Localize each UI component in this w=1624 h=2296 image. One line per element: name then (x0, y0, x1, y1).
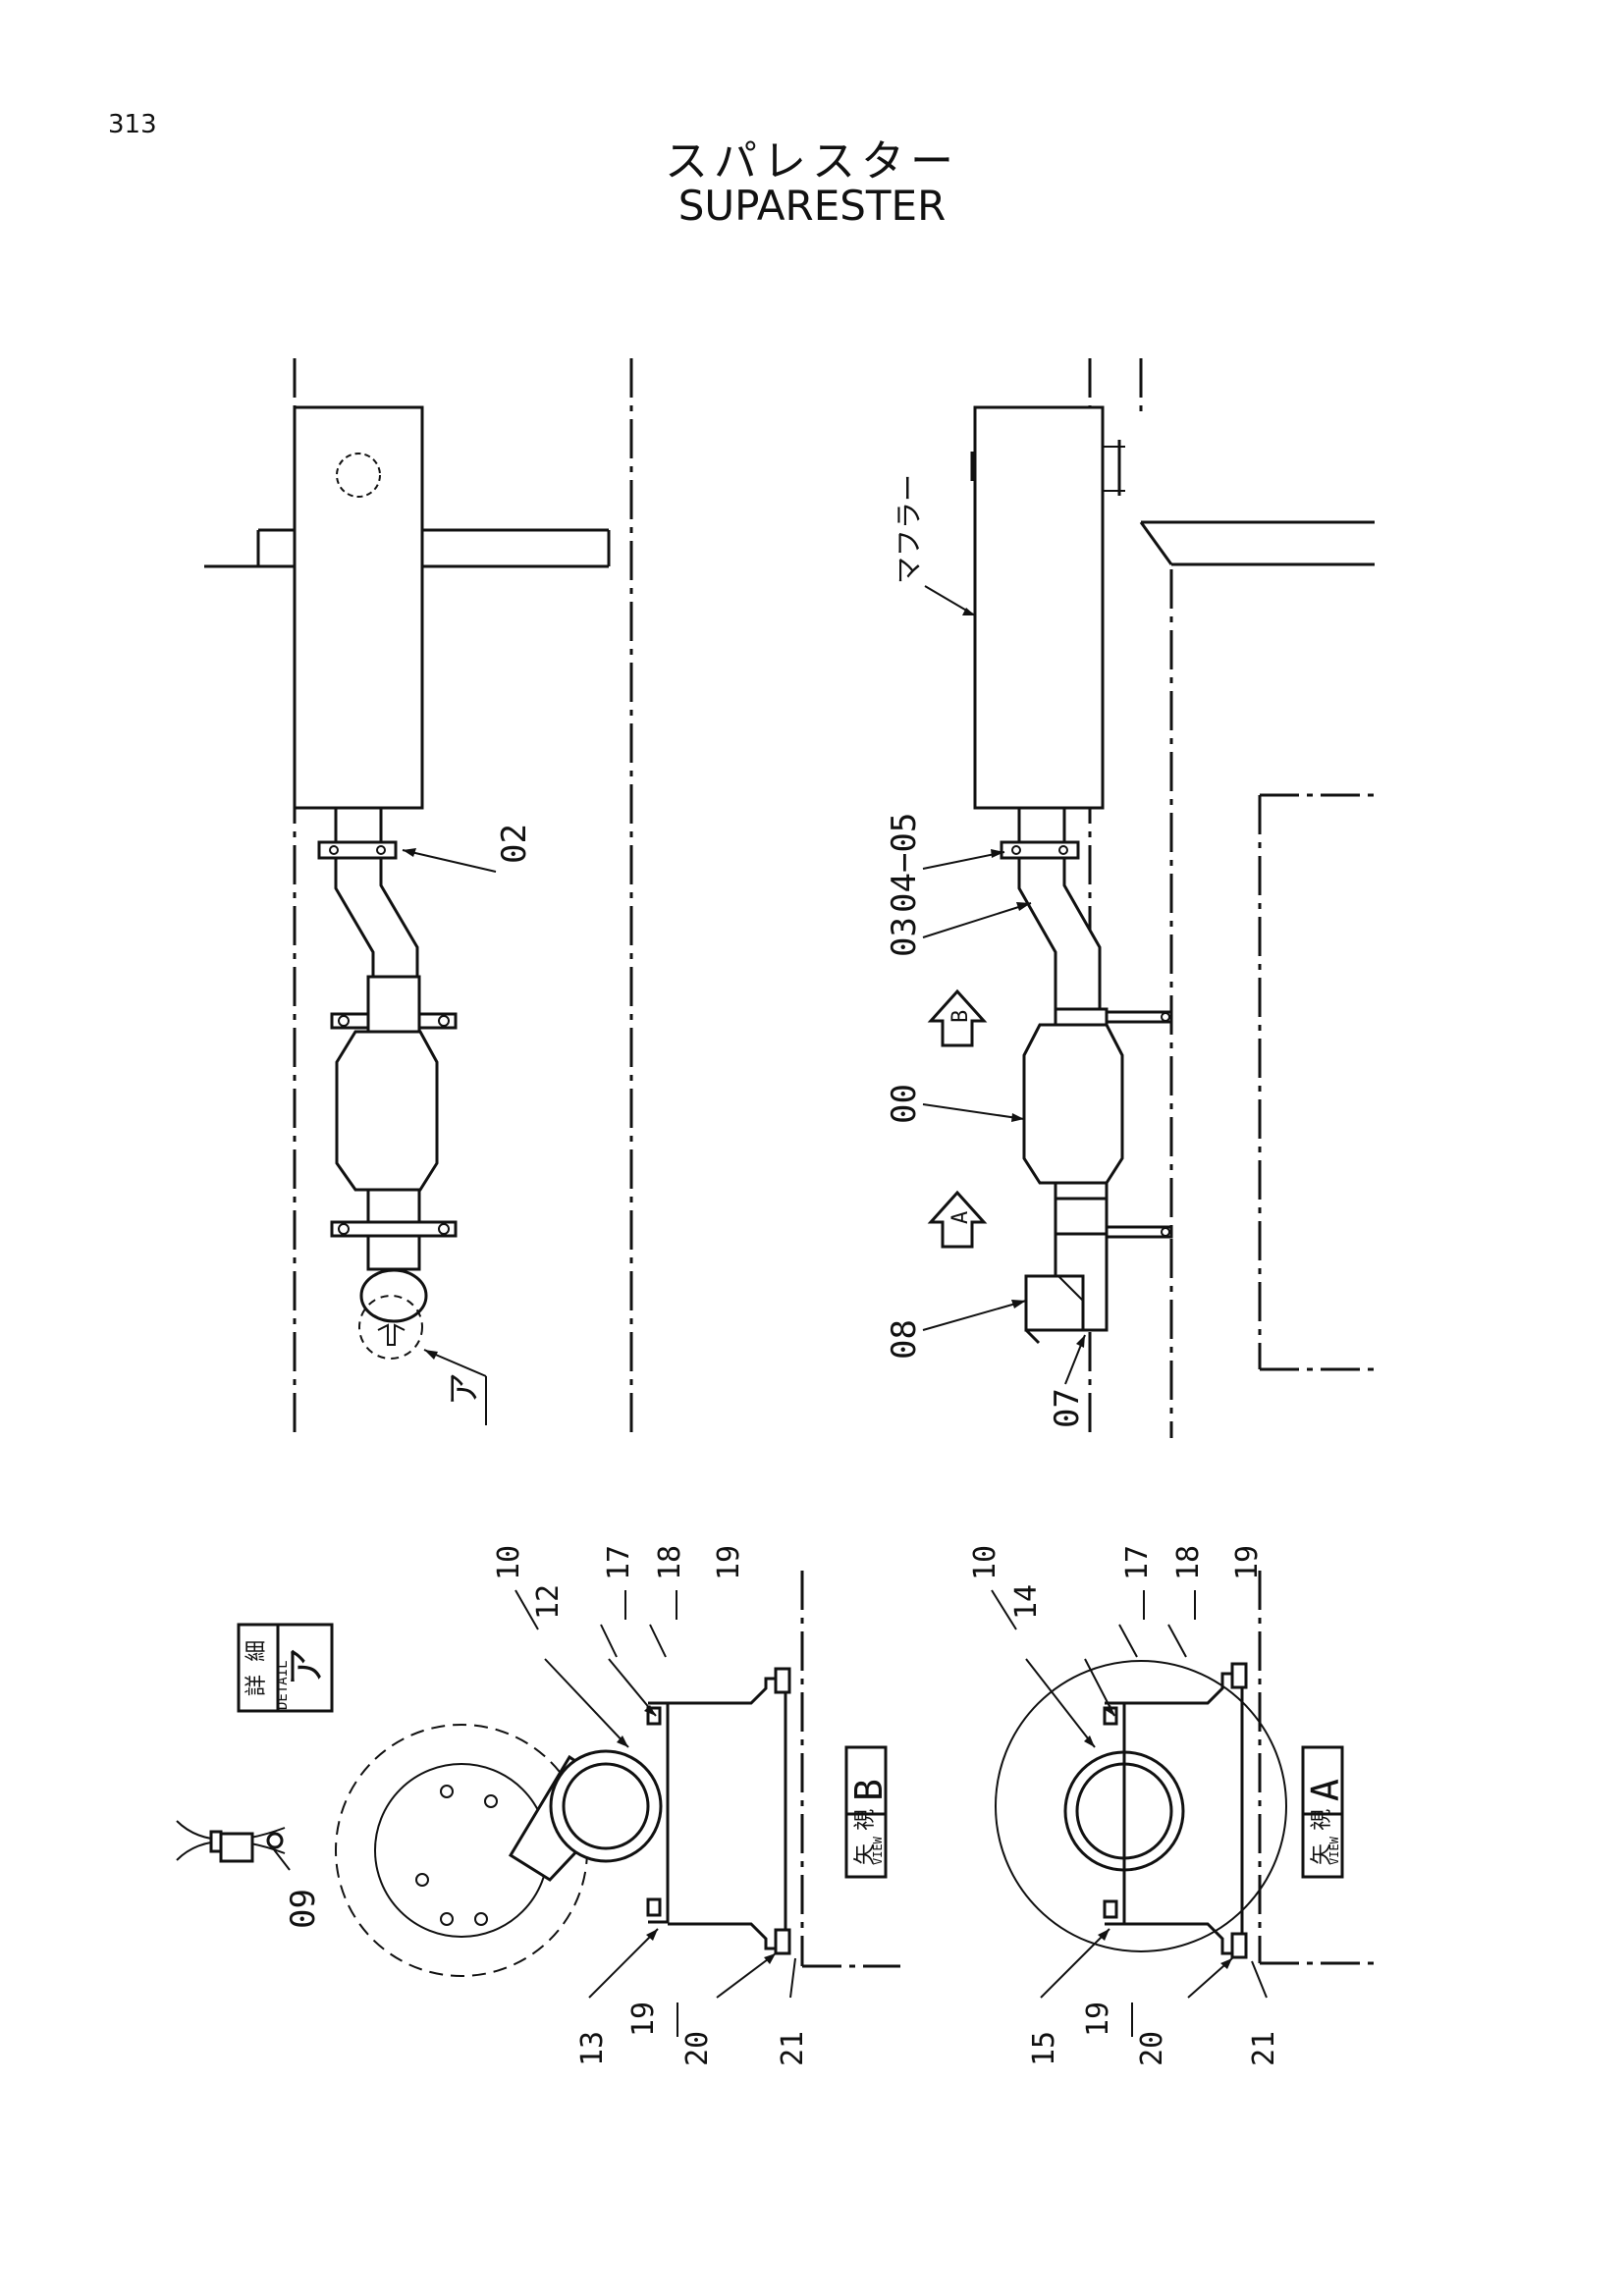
view-b-ref: 17 (602, 1545, 636, 1580)
label-07: 07 (1048, 1388, 1087, 1428)
view-b-ref: 12 (531, 1584, 566, 1620)
view-b-letter: B (847, 1779, 891, 1801)
view-b-refs-bottom: 13 19 20 21 (575, 2002, 810, 2066)
view-b-ref: 19 (712, 1545, 746, 1580)
label-03: 03 (885, 917, 924, 957)
view-a-ref: 19 (1081, 2002, 1115, 2037)
view-b: 矢 視 VIEW B 10 12 17 18 19 13 19 20 21 (335, 1545, 900, 2066)
label-arrow-a: A (948, 1211, 973, 1224)
view-a-ref: 10 (968, 1545, 1002, 1580)
view-a-label-en: VIEW (1327, 1836, 1341, 1865)
title-english: SUPARESTER (677, 182, 947, 230)
detail-a-block: 詳 細 DETAIL ア 09 (176, 1623, 334, 1929)
view-a-ref: 14 (1009, 1584, 1044, 1620)
label-09: 09 (284, 1889, 323, 1929)
view-a-letter: A (1304, 1779, 1347, 1801)
view-a-ref: 15 (1027, 2031, 1061, 2066)
detail-label-jp: 詳 細 (244, 1640, 269, 1696)
view-a-ref: 18 (1171, 1545, 1206, 1580)
view-a-refs-bottom: 15 19 20 21 (1027, 2002, 1281, 2066)
title-japanese: スパレスター (665, 136, 959, 187)
view-b-ref: 10 (492, 1545, 526, 1580)
label-04-05: 04−05 (885, 813, 924, 913)
view-b-ref: 18 (653, 1545, 687, 1580)
view-b-ref: 21 (776, 2031, 810, 2066)
view-a-ref: 20 (1135, 2031, 1169, 2066)
label-08: 08 (885, 1319, 924, 1360)
view-a: 矢 視 VIEW A 10 14 17 18 19 15 19 20 21 (968, 1545, 1375, 2066)
label-arrow-b: B (948, 1010, 973, 1023)
detail-mark: ア (284, 1647, 329, 1686)
svg-text:02: 02 (495, 824, 534, 864)
page-number: 313 (108, 110, 157, 139)
view-b-ref: 20 (680, 2031, 715, 2066)
view-a-label-jp: 矢 視 (1310, 1809, 1334, 1865)
view-b-label-en: VIEW (871, 1836, 885, 1865)
view-b-ref: 13 (575, 2031, 610, 2066)
view-b-ref: 19 (626, 2002, 661, 2037)
view-a-ref: 19 (1230, 1545, 1265, 1580)
top-right-view: マフラー 04−05 03 B 00 A 08 07 (885, 358, 1375, 1438)
label-00: 00 (885, 1084, 924, 1124)
view-b-label-jp: 矢 視 (853, 1809, 878, 1865)
view-b-refs-top: 10 12 17 18 19 (492, 1545, 746, 1658)
view-a-ref: 17 (1120, 1545, 1155, 1580)
label-muffler: マフラー (893, 474, 925, 584)
view-a-ref: 21 (1247, 2031, 1281, 2066)
top-left-view: 02 ア (204, 358, 633, 1438)
view-a-refs-top: 10 14 17 18 19 (968, 1545, 1265, 1658)
label-detail-mark: ア (445, 1372, 484, 1406)
detail-label-en: DETAIL (275, 1660, 291, 1710)
label-02: 02 (495, 824, 534, 864)
